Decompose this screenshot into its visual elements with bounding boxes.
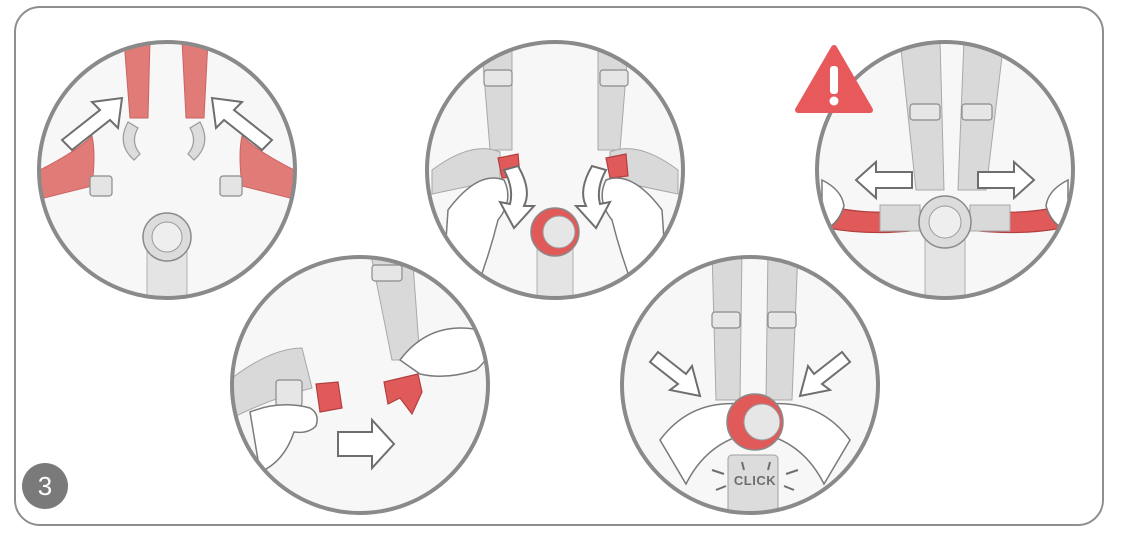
panel-2-insert-tongue [232, 250, 489, 513]
panel-1-straps-open [36, 40, 298, 315]
click-label: CLICK [734, 473, 776, 488]
step-number-badge: 3 [22, 463, 68, 509]
panel-4-click-buckle: CLICK [622, 250, 878, 515]
panel-3-tongues-together [427, 42, 683, 305]
